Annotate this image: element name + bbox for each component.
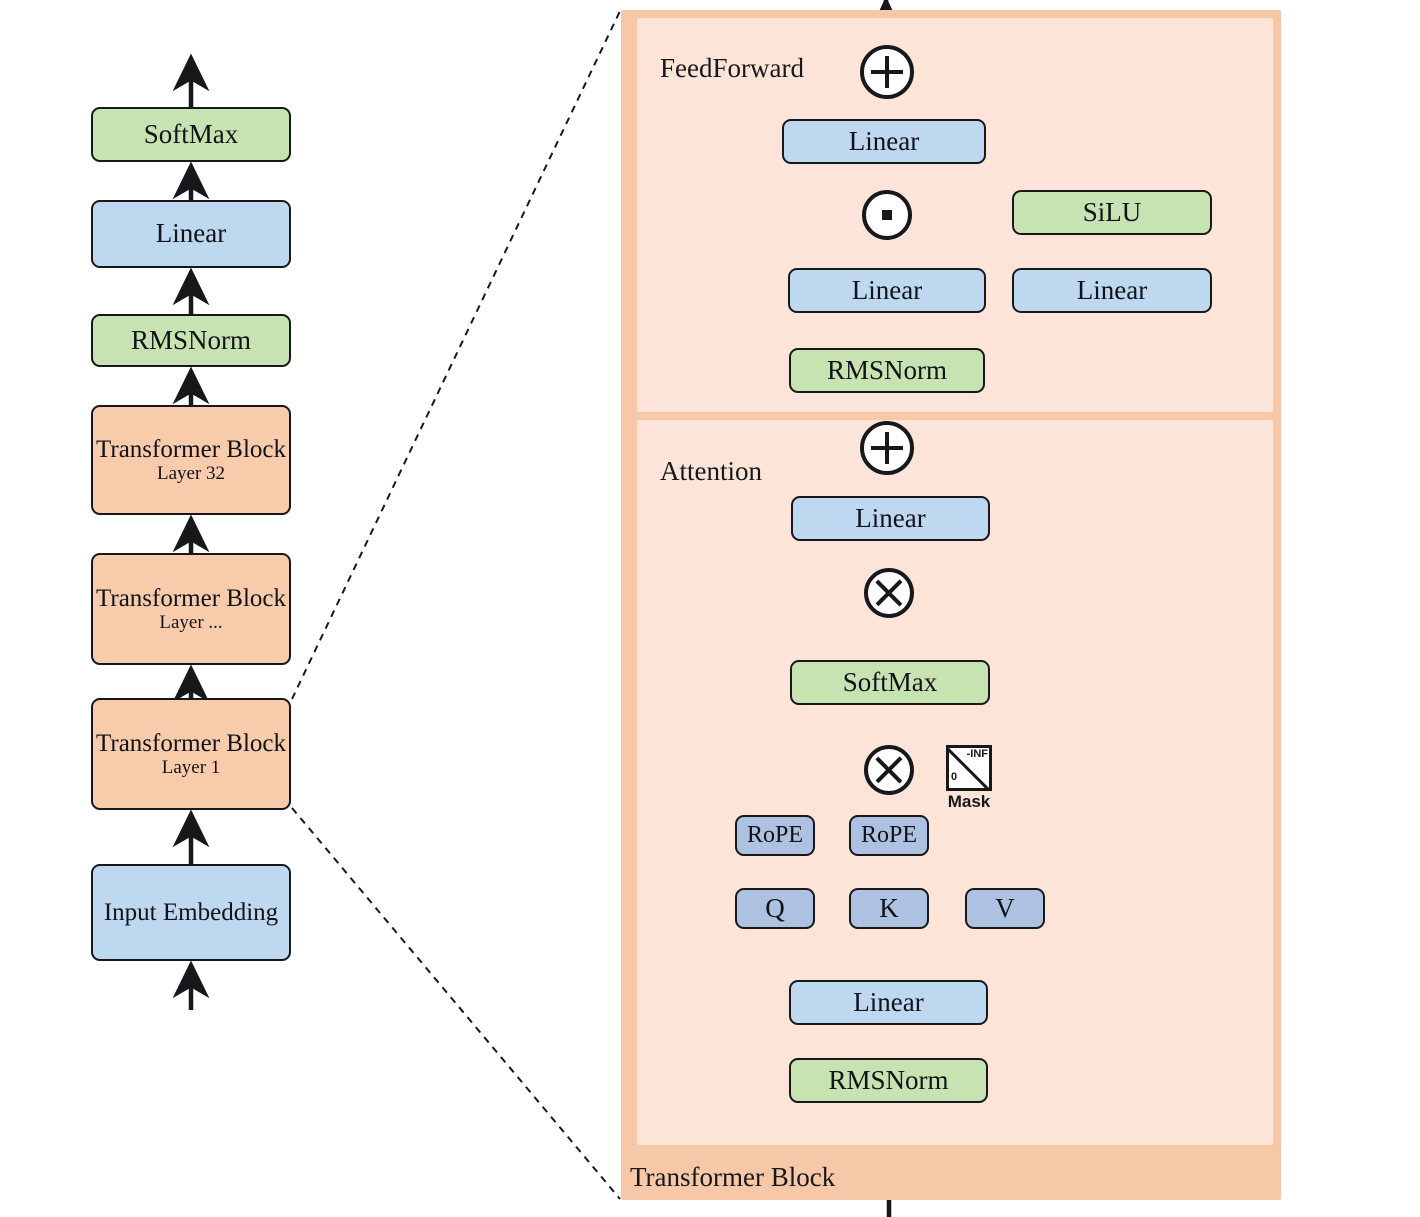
feedforward-silu-activation: SiLU xyxy=(1012,190,1212,235)
node-label: SoftMax xyxy=(143,118,239,149)
callout-leader-lines xyxy=(291,10,621,1200)
node-label: Q xyxy=(765,892,785,923)
mask-icon: -INF 0 xyxy=(946,745,992,791)
mask-caption: Mask xyxy=(947,792,991,811)
attention-qkv-linear: Linear xyxy=(789,980,988,1025)
attention-value-multiply-op xyxy=(864,568,914,618)
node-label: Transformer Block xyxy=(95,584,287,612)
node-transformer-block-dots: Transformer Block Layer ... xyxy=(91,553,291,665)
node-label: RMSNorm xyxy=(828,1064,949,1095)
node-label: Linear xyxy=(1076,274,1148,305)
node-label: Transformer Block xyxy=(95,435,287,463)
node-softmax: SoftMax xyxy=(91,107,291,162)
node-label: RMSNorm xyxy=(130,324,252,355)
node-label: SiLU xyxy=(1082,196,1142,227)
attention-key: K xyxy=(849,888,929,929)
node-label: Linear xyxy=(851,274,923,305)
attention-output-linear: Linear xyxy=(791,496,990,541)
node-label: Linear xyxy=(855,502,926,533)
attention-panel-label: Attention xyxy=(660,456,762,486)
feedforward-elementwise-multiply-op xyxy=(862,190,912,240)
mask-upper-value: -INF xyxy=(966,748,988,760)
node-linear-head: Linear xyxy=(91,200,291,268)
node-sublabel: Layer 1 xyxy=(161,756,221,778)
node-label: V xyxy=(995,892,1015,923)
node-label: K xyxy=(879,892,899,923)
node-label: Transformer Block xyxy=(95,729,287,757)
node-sublabel: Layer 32 xyxy=(156,462,226,484)
feedforward-residual-add-op xyxy=(860,45,914,99)
node-label: RoPE xyxy=(860,821,917,848)
feedforward-output-linear: Linear xyxy=(782,119,986,164)
attention-softmax: SoftMax xyxy=(790,660,990,705)
node-label: Linear xyxy=(853,986,924,1017)
node-label: Input Embedding xyxy=(103,899,279,926)
node-label: SoftMax xyxy=(842,666,938,697)
feedforward-rmsnorm: RMSNorm xyxy=(789,348,985,393)
node-label: RMSNorm xyxy=(826,354,948,385)
attention-rmsnorm: RMSNorm xyxy=(789,1058,988,1103)
attention-value: V xyxy=(965,888,1045,929)
node-transformer-block-1: Transformer Block Layer 1 xyxy=(91,698,291,810)
feedforward-panel-label: FeedForward xyxy=(660,53,804,83)
attention-query: Q xyxy=(735,888,815,929)
mask-lower-value: 0 xyxy=(951,771,958,783)
node-label: Linear xyxy=(848,125,920,156)
node-label: RoPE xyxy=(746,821,803,848)
attention-mask: -INF 0 Mask xyxy=(946,745,992,812)
attention-residual-add-op xyxy=(860,421,914,475)
node-input-embedding: Input Embedding xyxy=(91,864,291,961)
feedforward-up-linear: Linear xyxy=(1012,268,1212,313)
node-label: Linear xyxy=(155,218,227,249)
node-transformer-block-32: Transformer Block Layer 32 xyxy=(91,405,291,515)
transformer-block-panel-label: Transformer Block xyxy=(630,1162,836,1192)
node-rmsnorm-final: RMSNorm xyxy=(91,314,291,367)
feedforward-gate-linear: Linear xyxy=(788,268,986,313)
attention-rope-key: RoPE xyxy=(849,815,929,856)
attention-qk-multiply-op xyxy=(864,745,914,795)
node-sublabel: Layer ... xyxy=(159,611,223,633)
attention-rope-query: RoPE xyxy=(735,815,815,856)
